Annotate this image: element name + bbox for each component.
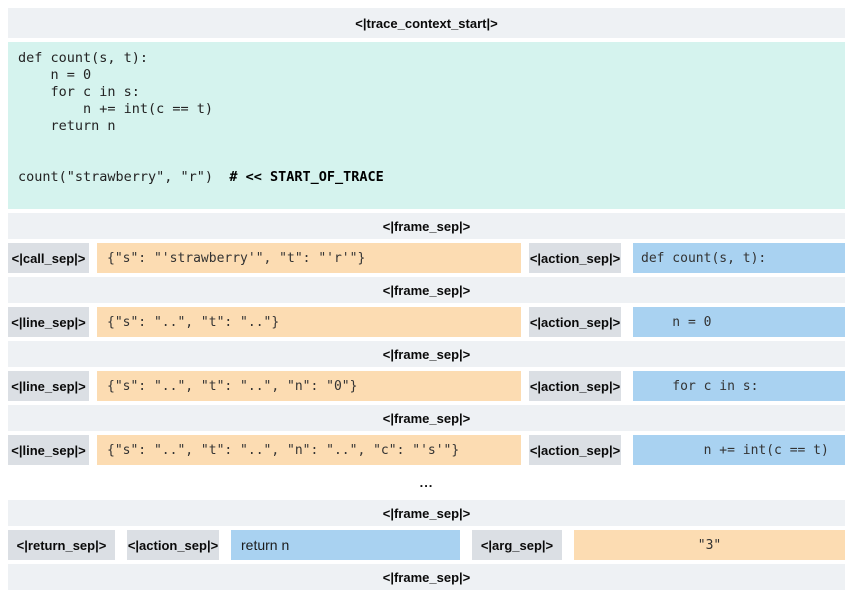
frame-sep-bar: <|frame_sep|> <box>8 405 845 431</box>
start-of-trace-marker: # << START_OF_TRACE <box>229 169 384 185</box>
return-value: "3" <box>574 530 845 560</box>
frame-sep-token: <|frame_sep|> <box>382 218 471 234</box>
frame-sep-bar: <|frame_sep|> <box>8 500 845 526</box>
trace-frame-row-line: <|line_sep|> {"s": "..", "t": "..", "n":… <box>8 435 845 465</box>
action-sep-token: <|action_sep|> <box>529 371 621 401</box>
frame-action-code: def count(s, t): <box>633 243 845 273</box>
frame-state-dict: {"s": "..", "t": ".."} <box>97 307 521 337</box>
arg-sep-token: <|arg_sep|> <box>472 530 562 560</box>
frame-sep-token: <|frame_sep|> <box>382 569 471 585</box>
frame-action-code: n = 0 <box>633 307 845 337</box>
action-sep-token: <|action_sep|> <box>529 243 621 273</box>
action-sep-token: <|action_sep|> <box>127 530 219 560</box>
action-sep-token: <|action_sep|> <box>529 435 621 465</box>
line-sep-token: <|line_sep|> <box>8 435 89 465</box>
frame-sep-bar: <|frame_sep|> <box>8 213 845 239</box>
frame-state-dict: {"s": "..", "t": "..", "n": "0"} <box>97 371 521 401</box>
frame-action-code: n += int(c == t) <box>633 435 845 465</box>
frame-state-dict: {"s": "..", "t": "..", "n": "..", "c": "… <box>97 435 521 465</box>
trace-frame-row-return: <|return_sep|> <|action_sep|> return n <… <box>8 530 845 560</box>
frame-sep-bar: <|frame_sep|> <box>8 341 845 367</box>
line-sep-token: <|line_sep|> <box>8 307 89 337</box>
frame-sep-token: <|frame_sep|> <box>382 410 471 426</box>
trace-context-start-token: <|trace_context_start|> <box>355 15 498 31</box>
action-sep-token: <|action_sep|> <box>529 307 621 337</box>
line-sep-token: <|line_sep|> <box>8 371 89 401</box>
code-block: def count(s, t): n = 0 for c in s: n += … <box>8 42 845 209</box>
trace-context-start-bar: <|trace_context_start|> <box>8 8 845 38</box>
frame-sep-bar: <|frame_sep|> <box>8 564 845 590</box>
trace-frame-row-call: <|call_sep|> {"s": "'strawberry'", "t": … <box>8 243 845 273</box>
call-sep-token: <|call_sep|> <box>8 243 89 273</box>
frame-sep-token: <|frame_sep|> <box>382 282 471 298</box>
omitted-frames-ellipsis: ... <box>8 469 845 496</box>
frame-action-code: for c in s: <box>633 371 845 401</box>
frame-state-dict: {"s": "'strawberry'", "t": "'r'"} <box>97 243 521 273</box>
return-sep-token: <|return_sep|> <box>8 530 115 560</box>
trace-frame-row-line: <|line_sep|> {"s": "..", "t": "..", "n":… <box>8 371 845 401</box>
frame-sep-token: <|frame_sep|> <box>382 346 471 362</box>
ellipsis-text: ... <box>419 475 434 490</box>
trace-frame-row-line: <|line_sep|> {"s": "..", "t": ".."} <|ac… <box>8 307 845 337</box>
frame-action-code: return n <box>231 530 460 560</box>
code-text: def count(s, t): n = 0 for c in s: n += … <box>18 50 214 185</box>
frame-sep-bar: <|frame_sep|> <box>8 277 845 303</box>
frame-sep-token: <|frame_sep|> <box>382 505 471 521</box>
